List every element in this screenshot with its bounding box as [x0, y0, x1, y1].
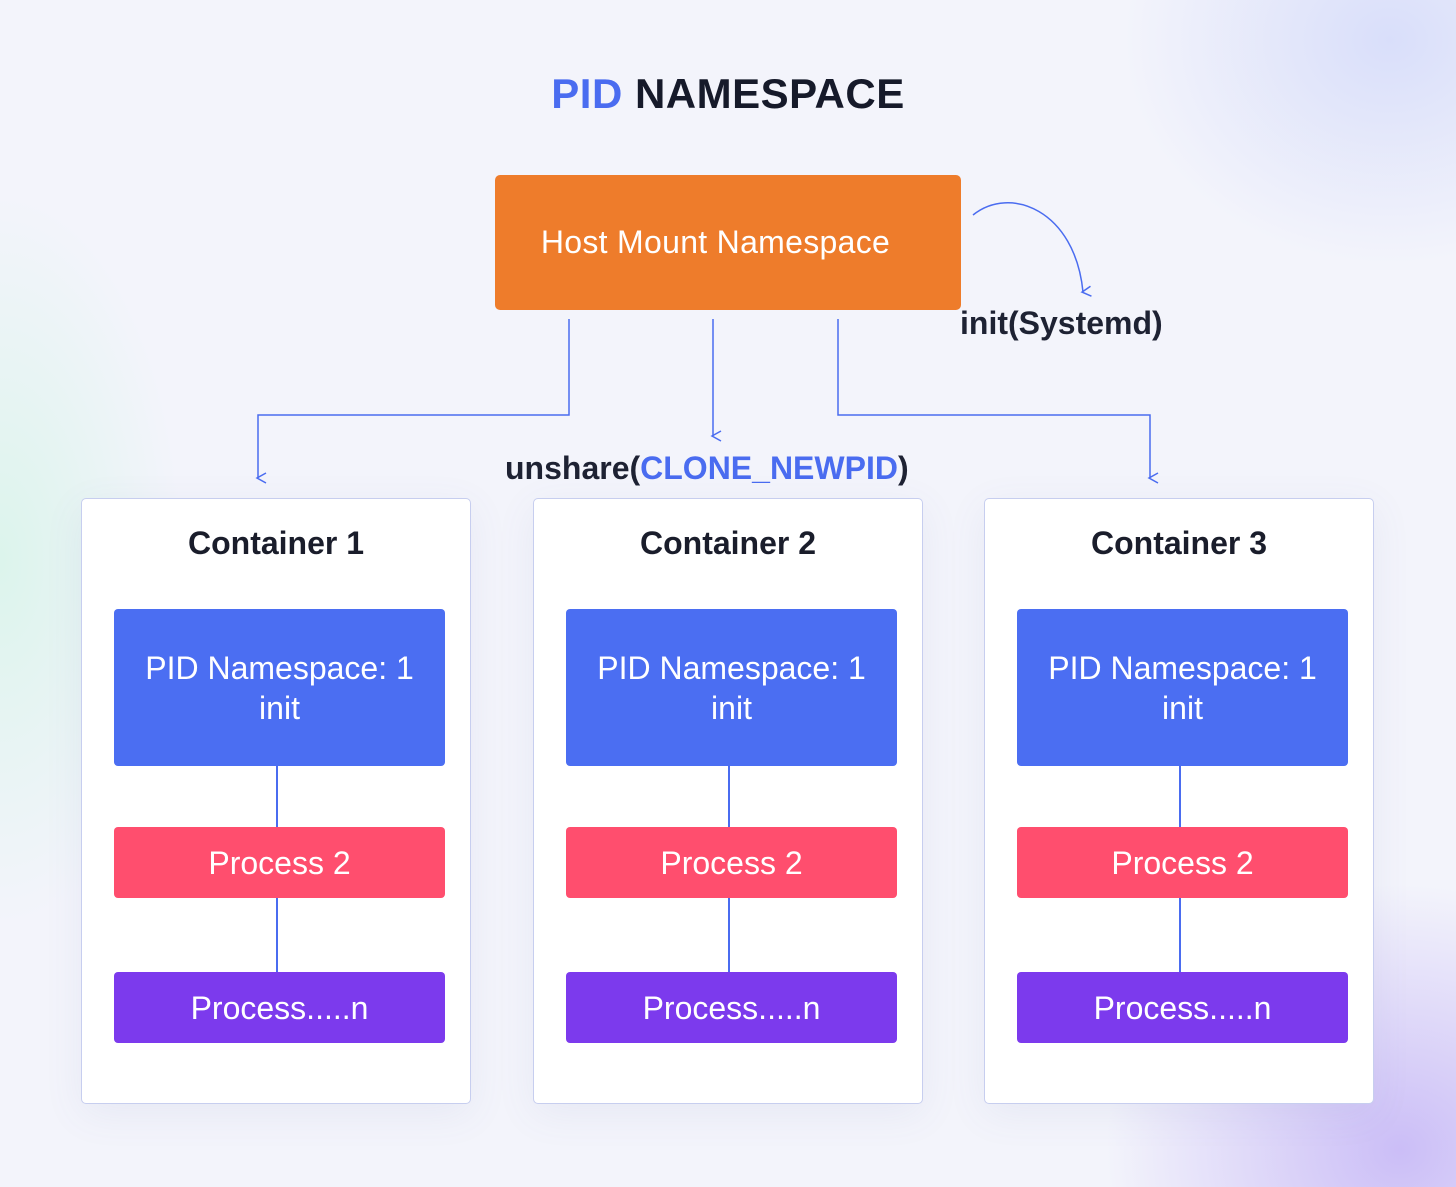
- connector-right: [837, 319, 1159, 484]
- connector-left: [255, 319, 570, 484]
- pid-init-label: init: [259, 689, 300, 726]
- init-curve-arrow: [972, 202, 1092, 297]
- process-2-box: Process 2: [1017, 827, 1348, 898]
- container-3: Container 3 PID Namespace: 1 init Proces…: [984, 498, 1374, 1104]
- connector-process2-to-processn: [276, 898, 278, 972]
- process-2-box: Process 2: [114, 827, 445, 898]
- unshare-suffix: ): [897, 450, 909, 486]
- unshare-flag: CLONE_NEWPID: [640, 450, 898, 486]
- process-n-label: Process.....n: [190, 989, 369, 1026]
- container-1: Container 1 PID Namespace: 1 init Proces…: [81, 498, 471, 1104]
- pid-namespace-label: PID Namespace: 1: [145, 649, 414, 686]
- unshare-label: unshare(CLONE_NEWPID): [505, 450, 909, 487]
- diagram-title: PID NAMESPACE: [0, 70, 1456, 118]
- container-title: Container 3: [1090, 525, 1268, 561]
- process-2-label: Process 2: [208, 844, 351, 881]
- process-2-label: Process 2: [1111, 844, 1254, 881]
- pid-namespace-box: PID Namespace: 1 init: [1017, 609, 1348, 766]
- process-n-box: Process.....n: [114, 972, 445, 1043]
- container-title: Container 1: [187, 525, 365, 561]
- process-n-box: Process.....n: [566, 972, 897, 1043]
- host-mount-namespace-label: Host Mount Namespace: [540, 224, 891, 260]
- process-n-label: Process.....n: [1093, 989, 1272, 1026]
- pid-init-label: init: [1162, 689, 1203, 726]
- process-n-label: Process.....n: [642, 989, 821, 1026]
- process-n-box: Process.....n: [1017, 972, 1348, 1043]
- pid-namespace-label: PID Namespace: 1: [1048, 649, 1317, 686]
- container-2: Container 2 PID Namespace: 1 init Proces…: [533, 498, 923, 1104]
- container-title: Container 2: [639, 525, 817, 561]
- pid-namespace-box: PID Namespace: 1 init: [114, 609, 445, 766]
- host-mount-namespace-box: Host Mount Namespace: [495, 175, 961, 310]
- connector-pid-to-process2: [276, 766, 278, 827]
- title-accent: PID: [551, 70, 623, 117]
- unshare-prefix: unshare(: [505, 450, 641, 486]
- pid-init-label: init: [711, 689, 752, 726]
- process-2-box: Process 2: [566, 827, 897, 898]
- connector-pid-to-process2: [1179, 766, 1181, 827]
- process-2-label: Process 2: [660, 844, 803, 881]
- pid-namespace-box: PID Namespace: 1 init: [566, 609, 897, 766]
- init-systemd-label: init(Systemd): [960, 305, 1163, 341]
- connector-process2-to-processn: [1179, 898, 1181, 972]
- pid-namespace-label: PID Namespace: 1: [597, 649, 866, 686]
- connector-process2-to-processn: [728, 898, 730, 972]
- connector-pid-to-process2: [728, 766, 730, 827]
- title-rest: NAMESPACE: [622, 70, 905, 117]
